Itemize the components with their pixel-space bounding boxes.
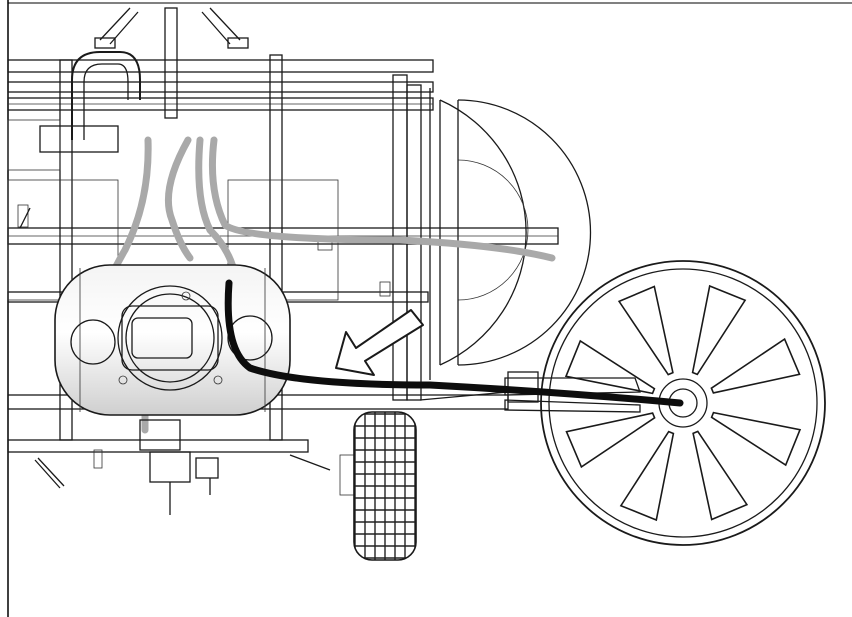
- ground-wheel: [353, 411, 417, 561]
- reel-spoke: [710, 411, 802, 467]
- pump-assembly: [34, 419, 355, 515]
- main-tank: [54, 264, 291, 416]
- background-drum: [429, 88, 592, 380]
- highlighted-hose: [224, 279, 684, 407]
- reel-spoke: [710, 337, 801, 394]
- reel-spoke: [617, 285, 674, 376]
- reel-spoke: [564, 339, 656, 395]
- reel-spoke: [691, 284, 747, 376]
- reel-spoke: [619, 430, 675, 522]
- reel-spoke: [692, 430, 749, 521]
- direction-arrow-icon: [335, 309, 424, 376]
- reel-spokes: [564, 284, 802, 522]
- reel-spoke: [565, 412, 656, 469]
